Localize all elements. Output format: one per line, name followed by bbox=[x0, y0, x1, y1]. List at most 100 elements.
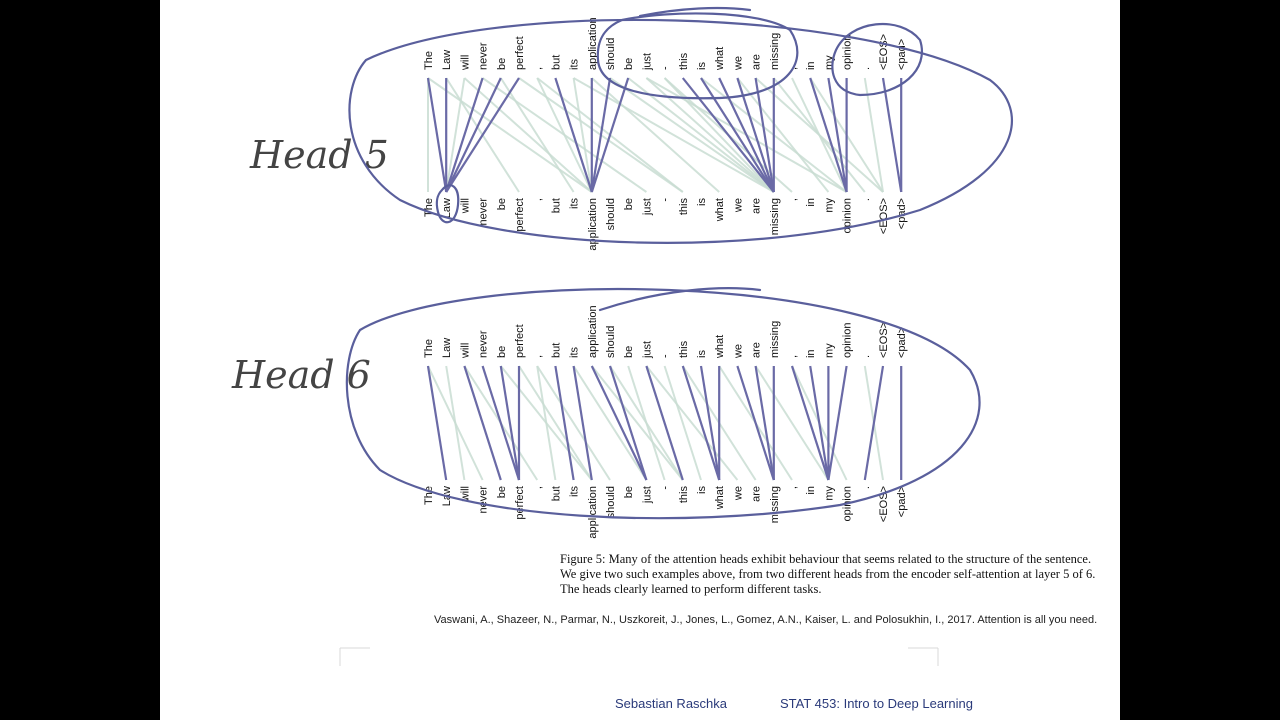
target-token: are bbox=[751, 198, 763, 214]
strong-attention-link bbox=[809, 77, 848, 193]
target-token: this bbox=[678, 198, 690, 216]
weak-attention-link bbox=[572, 77, 593, 193]
weak-attention-link bbox=[499, 77, 575, 193]
source-token: this bbox=[678, 52, 690, 70]
strong-attention-link bbox=[809, 365, 830, 481]
weak-attention-link bbox=[427, 77, 593, 193]
source-token: perfect bbox=[514, 36, 526, 70]
target-token: <EOS> bbox=[878, 198, 890, 234]
target-token: my bbox=[823, 198, 835, 213]
source-token: is bbox=[696, 62, 708, 70]
source-token: be bbox=[623, 346, 635, 358]
target-token: just bbox=[641, 486, 653, 504]
strong-attention-link bbox=[881, 77, 903, 193]
head5-outline-ellipse bbox=[348, 18, 1013, 244]
source-token: be bbox=[496, 346, 508, 358]
source-token: we bbox=[732, 56, 744, 71]
target-token: just bbox=[641, 198, 653, 216]
source-token: The bbox=[423, 51, 435, 70]
target-token: , bbox=[787, 198, 799, 201]
source-token: are bbox=[751, 54, 763, 70]
highlight-should-missing bbox=[596, 12, 799, 100]
target-token: . bbox=[860, 198, 872, 201]
source-token: what bbox=[714, 335, 726, 359]
weak-attention-link bbox=[500, 365, 593, 481]
source-token: in bbox=[805, 349, 817, 358]
source-token: never bbox=[478, 42, 490, 70]
weak-attention-link bbox=[645, 365, 739, 481]
weak-attention-link bbox=[863, 77, 884, 193]
strong-attention-link bbox=[827, 365, 848, 481]
strong-attention-link bbox=[754, 77, 775, 193]
source-token: - bbox=[660, 66, 672, 70]
head6-outline-ellipse bbox=[345, 287, 981, 520]
target-token: application bbox=[587, 198, 599, 251]
source-token: be bbox=[496, 58, 508, 70]
source-token: <EOS> bbox=[878, 34, 890, 70]
source-token: should bbox=[605, 38, 617, 70]
target-token: be bbox=[496, 486, 508, 498]
source-token: in bbox=[805, 61, 817, 70]
target-token: is bbox=[696, 486, 708, 494]
source-token: should bbox=[605, 326, 617, 358]
target-token: are bbox=[751, 486, 763, 502]
strong-attention-link bbox=[590, 365, 648, 481]
strong-attention-link bbox=[608, 365, 648, 481]
weak-attention-link bbox=[518, 365, 593, 481]
strong-attention-link bbox=[736, 365, 775, 481]
target-token: in bbox=[805, 198, 817, 207]
target-token: its bbox=[569, 486, 581, 498]
target-token: missing bbox=[769, 198, 781, 235]
source-token: just bbox=[641, 341, 653, 359]
target-token: will bbox=[459, 486, 471, 502]
source-token: - bbox=[660, 354, 672, 358]
weak-attention-link bbox=[445, 77, 466, 193]
target-token: - bbox=[660, 486, 672, 490]
strong-attention-link bbox=[499, 365, 521, 481]
source-token: are bbox=[751, 342, 763, 358]
target-token: , bbox=[532, 486, 544, 489]
strong-attention-link bbox=[754, 365, 775, 481]
source-token: never bbox=[478, 330, 490, 358]
source-token: Law bbox=[441, 338, 453, 358]
source-token: but bbox=[550, 343, 562, 358]
target-token: never bbox=[478, 198, 490, 226]
target-token: , bbox=[532, 198, 544, 201]
source-token: , bbox=[787, 355, 799, 358]
weak-attention-link bbox=[609, 77, 775, 193]
strong-attention-link bbox=[445, 77, 520, 193]
reference-frame bbox=[339, 647, 939, 666]
strong-attention-link bbox=[827, 77, 848, 193]
strong-attention-link bbox=[681, 365, 721, 481]
target-token: we bbox=[732, 486, 744, 501]
target-token: should bbox=[605, 198, 617, 230]
target-token: in bbox=[805, 486, 817, 495]
strong-attention-link bbox=[863, 365, 885, 481]
strong-attention-link bbox=[426, 77, 448, 193]
target-token: , bbox=[787, 486, 799, 489]
weak-attention-link bbox=[427, 365, 484, 481]
figure-caption: Figure 5: Many of the attention heads ex… bbox=[560, 552, 1096, 596]
target-token: Law bbox=[441, 198, 453, 218]
strong-attention-link bbox=[590, 77, 612, 193]
footer-author: Sebastian Raschka bbox=[615, 696, 728, 711]
attention-figure: TheTheLawLawwillwillneverneverbebeperfec… bbox=[231, 6, 1013, 666]
source-token: <EOS> bbox=[878, 322, 890, 358]
weak-attention-link bbox=[754, 365, 830, 481]
target-token: we bbox=[732, 198, 744, 213]
target-token: but bbox=[550, 198, 562, 213]
source-token: perfect bbox=[514, 324, 526, 358]
source-token: be bbox=[623, 58, 635, 70]
weak-attention-link bbox=[463, 77, 593, 193]
target-token: application bbox=[587, 486, 599, 539]
head5-label: Head 5 bbox=[249, 133, 389, 177]
source-token: application bbox=[587, 305, 599, 358]
strong-attention-link bbox=[590, 77, 630, 193]
source-token: this bbox=[678, 340, 690, 358]
weak-attention-link bbox=[609, 365, 684, 481]
target-token: my bbox=[823, 486, 835, 501]
weak-attention-link bbox=[663, 365, 702, 481]
target-token: should bbox=[605, 486, 617, 518]
highlight-opinion-eos bbox=[831, 22, 923, 97]
